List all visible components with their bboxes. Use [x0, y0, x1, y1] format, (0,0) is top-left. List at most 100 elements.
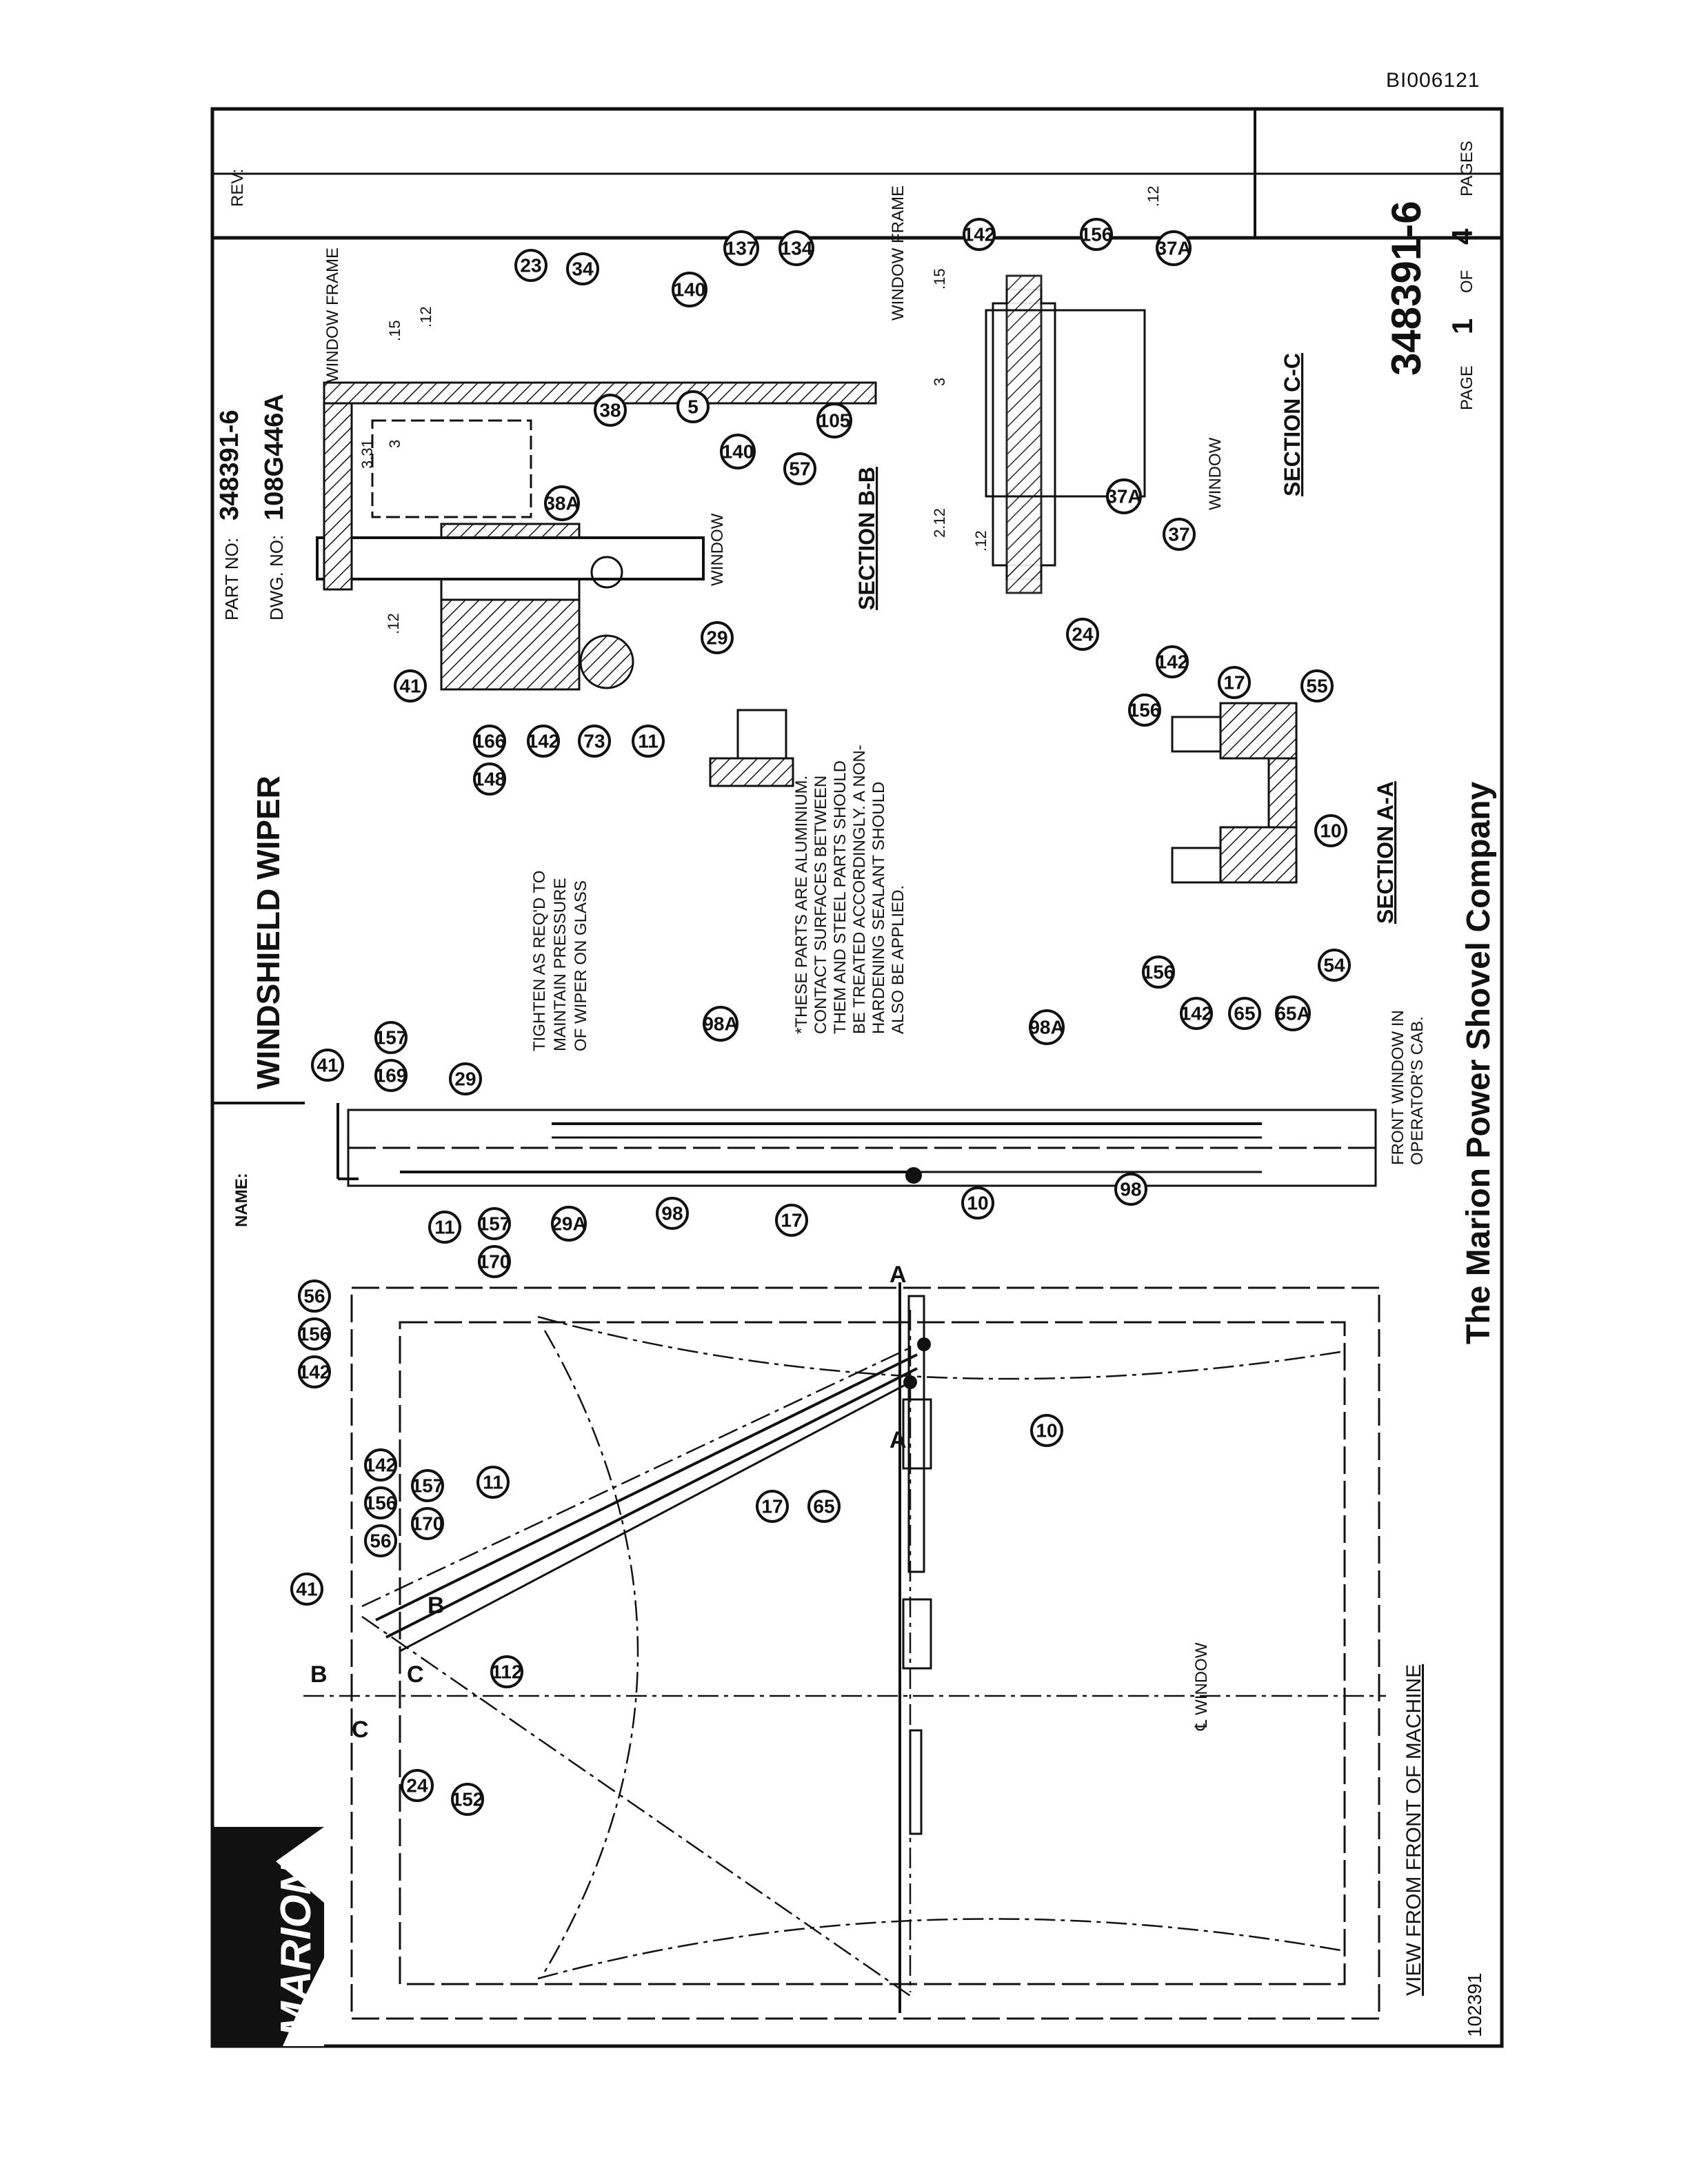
- svg-text:38A: 38A: [544, 493, 579, 514]
- svg-text:170: 170: [412, 1513, 444, 1535]
- svg-text:29: 29: [706, 627, 727, 649]
- svg-text:41: 41: [399, 676, 421, 697]
- svg-text:65: 65: [1234, 1003, 1255, 1024]
- svg-text:11: 11: [434, 1217, 455, 1238]
- section-cc-callouts: 142 156 37A 37A 37 24: [963, 218, 1196, 651]
- drawing-name: WINDSHIELD WIPER: [250, 776, 286, 1089]
- callout-bubble: 5: [676, 390, 710, 423]
- svg-text:41: 41: [316, 1055, 338, 1076]
- cc-window-label: WINDOW: [1206, 437, 1225, 510]
- part-no-value: 348391-6: [215, 410, 244, 520]
- svg-text:10: 10: [967, 1193, 988, 1214]
- callout-bubble: 57: [783, 452, 816, 485]
- of-label: OF: [1458, 270, 1476, 293]
- svg-text:10: 10: [1320, 820, 1341, 842]
- pages-label: PAGES: [1458, 141, 1476, 196]
- svg-text:MAINTAIN PRESSURE: MAINTAIN PRESSURE: [551, 878, 570, 1051]
- callout-bubble: 54: [1318, 949, 1351, 982]
- svg-text:HARDENING SEALANT SHOULD: HARDENING SEALANT SHOULD: [870, 782, 888, 1034]
- section-aa-callouts: 156 142 17 55 10 54 65A 65 142 156: [1128, 645, 1351, 1031]
- svg-text:152: 152: [452, 1789, 484, 1810]
- callout-bubble: 73: [578, 725, 611, 758]
- page-indicator: PAGE 1 OF 4 PAGES: [1446, 141, 1478, 410]
- marion-logo: MARION: [214, 1827, 324, 2046]
- callout-bubble: 11: [428, 1211, 461, 1244]
- svg-text:57: 57: [789, 458, 810, 480]
- callout-bubble: 11: [476, 1466, 510, 1499]
- section-cc-title: SECTION C-C: [1280, 353, 1305, 496]
- svg-text:5: 5: [687, 396, 699, 418]
- svg-text:157: 157: [479, 1213, 511, 1235]
- callout-bubble: 38: [594, 394, 627, 427]
- svg-text:65A: 65A: [1275, 1003, 1310, 1024]
- svg-text:98: 98: [661, 1203, 683, 1224]
- svg-text:156: 156: [299, 1324, 331, 1345]
- svg-text:156: 156: [1081, 224, 1113, 245]
- callout-bubble: 29A: [551, 1206, 587, 1242]
- section-bb-title: SECTION B-B: [854, 467, 879, 610]
- svg-text:29A: 29A: [551, 1213, 586, 1235]
- svg-text:17: 17: [761, 1496, 783, 1517]
- bb-window-label: WINDOW: [708, 513, 727, 586]
- callout-bubble: 152: [451, 1783, 484, 1816]
- callout-bubble: 142: [1180, 997, 1213, 1030]
- company-name: The Marion Power Shovel Company: [1460, 782, 1497, 1344]
- svg-text:OF WIPER ON GLASS: OF WIPER ON GLASS: [572, 880, 590, 1051]
- svg-text:37A: 37A: [1106, 486, 1141, 507]
- callout-bubble: 24: [401, 1769, 434, 1802]
- callout-bubble: 142: [1156, 645, 1189, 678]
- svg-text:169: 169: [375, 1065, 408, 1086]
- svg-text:142: 142: [1180, 1003, 1213, 1024]
- svg-text:.15: .15: [386, 320, 403, 341]
- svg-text:56: 56: [370, 1530, 391, 1552]
- svg-text:34: 34: [572, 259, 594, 280]
- callout-bubble: 65: [1228, 997, 1261, 1030]
- callout-bubble: 98A: [1029, 1009, 1065, 1045]
- callout-bubble: 142: [364, 1448, 397, 1482]
- svg-text:.12: .12: [385, 613, 402, 634]
- callout-bubble: 41: [290, 1573, 323, 1606]
- callout-bubble: 157: [411, 1469, 444, 1502]
- svg-text:TIGHTEN AS REQ'D TO: TIGHTEN AS REQ'D TO: [530, 871, 549, 1051]
- callout-bubble: 23: [514, 249, 547, 282]
- svg-text:3: 3: [931, 378, 948, 386]
- svg-text:10: 10: [1036, 1420, 1057, 1442]
- cc-dimensions: 2.12 3 .15 .12 .12: [931, 185, 1162, 552]
- svg-text:170: 170: [479, 1251, 511, 1273]
- section-aa-title: SECTION A-A: [1373, 781, 1398, 924]
- callout-bubble: 17: [756, 1490, 789, 1523]
- callout-bubble: 156: [1128, 694, 1161, 727]
- bb-window-frame-label: WINDOW FRAME: [323, 247, 342, 383]
- callout-bubble: 169: [374, 1059, 408, 1092]
- svg-text:FRONT WINDOW IN: FRONT WINDOW IN: [1389, 1010, 1407, 1165]
- drawing-border: [210, 107, 1504, 2048]
- callout-bubble: 156: [1142, 956, 1175, 989]
- callout-bubble: 170: [478, 1245, 511, 1278]
- dwg-no-label: DWG. NO:: [266, 535, 287, 620]
- callout-bubble: 105: [816, 403, 852, 438]
- svg-text:157: 157: [412, 1475, 444, 1497]
- svg-text:140: 140: [674, 279, 706, 301]
- window-centerline-label: ℄ WINDOW: [1192, 1642, 1211, 1731]
- svg-text:157: 157: [375, 1027, 408, 1049]
- front-view-title: VIEW FROM FRONT OF MACHINE: [1403, 1664, 1425, 1996]
- callout-bubble: 140: [672, 272, 707, 307]
- svg-text:73: 73: [583, 731, 605, 752]
- callout-bubble: 11: [632, 725, 665, 758]
- callout-bubble: 65: [807, 1490, 841, 1523]
- svg-text:56: 56: [303, 1286, 325, 1307]
- callout-bubble: 24: [1066, 618, 1099, 651]
- callout-bubble: 34: [566, 252, 599, 285]
- section-marker-c1: C: [352, 1717, 369, 1743]
- callout-bubble: 37A: [1156, 230, 1192, 266]
- name-label: NAME:: [232, 1173, 251, 1227]
- callout-bubble: 98: [656, 1197, 689, 1230]
- svg-text:17: 17: [1223, 672, 1245, 694]
- callout-bubble: 10: [961, 1186, 994, 1220]
- callout-bubble: 166: [473, 725, 506, 758]
- callout-bubble: 10: [1314, 814, 1347, 847]
- svg-text:11: 11: [483, 1472, 503, 1493]
- part-no-label: PART NO:: [221, 538, 242, 620]
- callout-bubble: 156: [298, 1317, 331, 1351]
